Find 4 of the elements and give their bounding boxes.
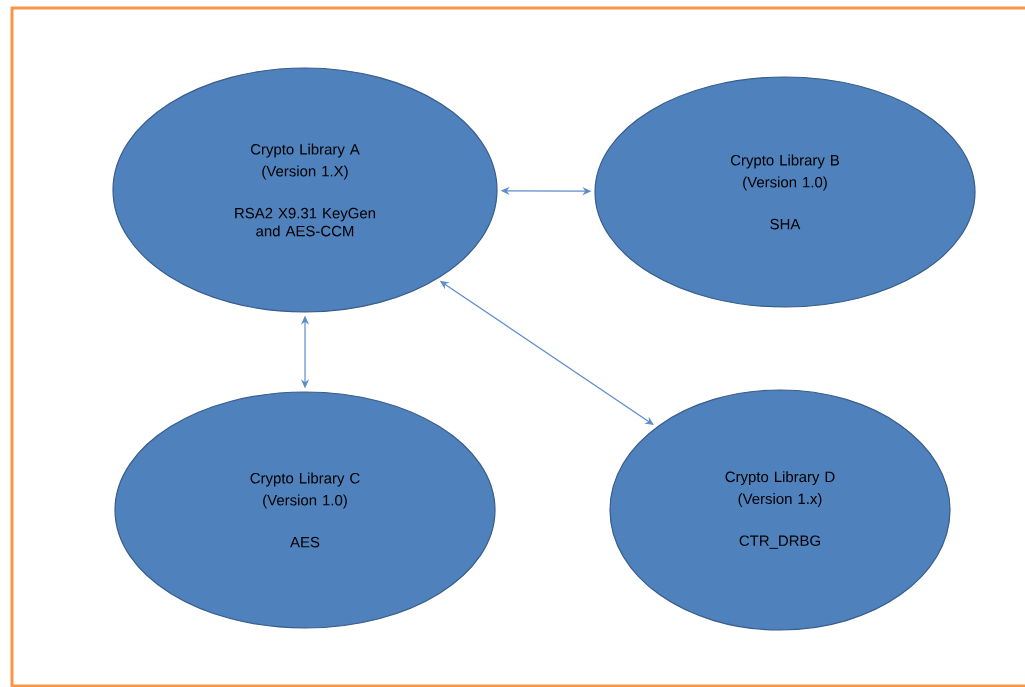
ellipse-node: Crypto Library C (Version 1.0) AES	[114, 391, 496, 629]
ellipse-node: Crypto Library D (Version 1.x) CTR_DRBG	[609, 389, 951, 631]
ellipse-node: Crypto Library A (Version 1.X) RSA2 X9.31 KeyGen and AES-CCM	[112, 67, 498, 313]
ellipse-node: Crypto Library B (Version 1.0) SHA	[594, 76, 976, 308]
